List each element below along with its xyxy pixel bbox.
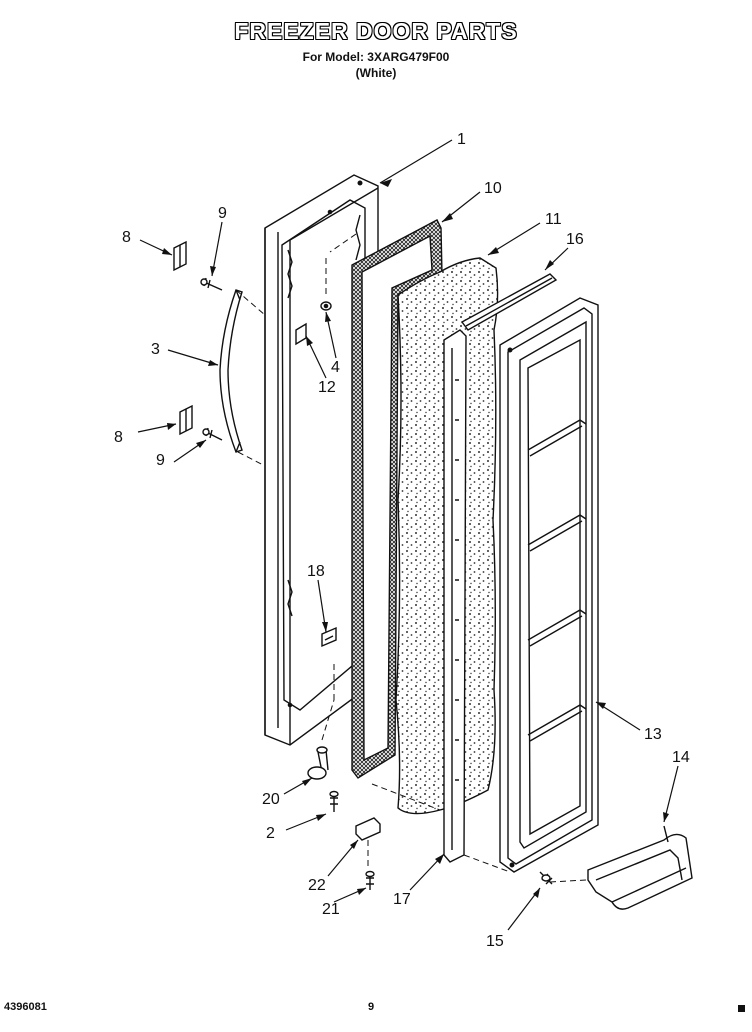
handle-screw-upper [200, 277, 223, 291]
model-subtitle: For Model: 3XARG479F00 [302, 50, 450, 64]
handle-screw-lower [202, 427, 223, 441]
inner-door-liner [499, 297, 599, 873]
callout-8-lower: 8 [114, 429, 123, 446]
handle-end-cap-upper [173, 240, 187, 272]
handle-end-cap-lower [179, 404, 193, 436]
door-shelf-bin [587, 825, 693, 910]
callout-11: 11 [545, 211, 562, 228]
hinge-part-22 [355, 817, 381, 841]
callout-9-upper: 9 [218, 205, 227, 222]
stop-part-18 [321, 626, 337, 648]
bracket-part-12 [295, 322, 307, 346]
callout-20: 20 [262, 791, 280, 808]
leader-arrowheads [162, 179, 669, 898]
callout-4: 4 [331, 359, 340, 376]
callout-14: 14 [672, 749, 690, 766]
callout-8-upper: 8 [122, 229, 131, 246]
screw-part-2 [329, 790, 339, 812]
callout-22: 22 [308, 877, 326, 894]
callout-10: 10 [484, 180, 502, 197]
callout-2: 2 [266, 825, 275, 842]
trim-strip [460, 273, 558, 331]
document-number: 4396081 [4, 1001, 47, 1013]
callout-13: 13 [644, 726, 662, 743]
callout-16: 16 [566, 231, 584, 248]
page-number: 9 [368, 1001, 375, 1013]
callout-21: 21 [322, 901, 340, 918]
alignment-lines [235, 233, 587, 883]
hinge-pin-part-20 [307, 746, 329, 780]
callout-18: 18 [307, 563, 325, 580]
nut-part-4 [320, 301, 332, 311]
diagram-title: FREEZER DOOR PARTS [234, 18, 518, 44]
callout-labels: 1 10 11 16 8 9 3 4 12 8 9 18 13 14 20 2 … [114, 131, 690, 950]
door-handle [219, 289, 243, 453]
callout-3: 3 [151, 341, 160, 358]
screw-part-21 [365, 870, 375, 890]
corner-mark [738, 1005, 745, 1012]
hinge-liner-strip [443, 329, 467, 863]
color-subtitle: (White) [355, 66, 397, 80]
callout-15: 15 [486, 933, 504, 950]
callout-17: 17 [393, 891, 411, 908]
callout-12: 12 [318, 379, 336, 396]
callout-9-lower: 9 [156, 452, 165, 469]
callout-1: 1 [457, 131, 466, 148]
